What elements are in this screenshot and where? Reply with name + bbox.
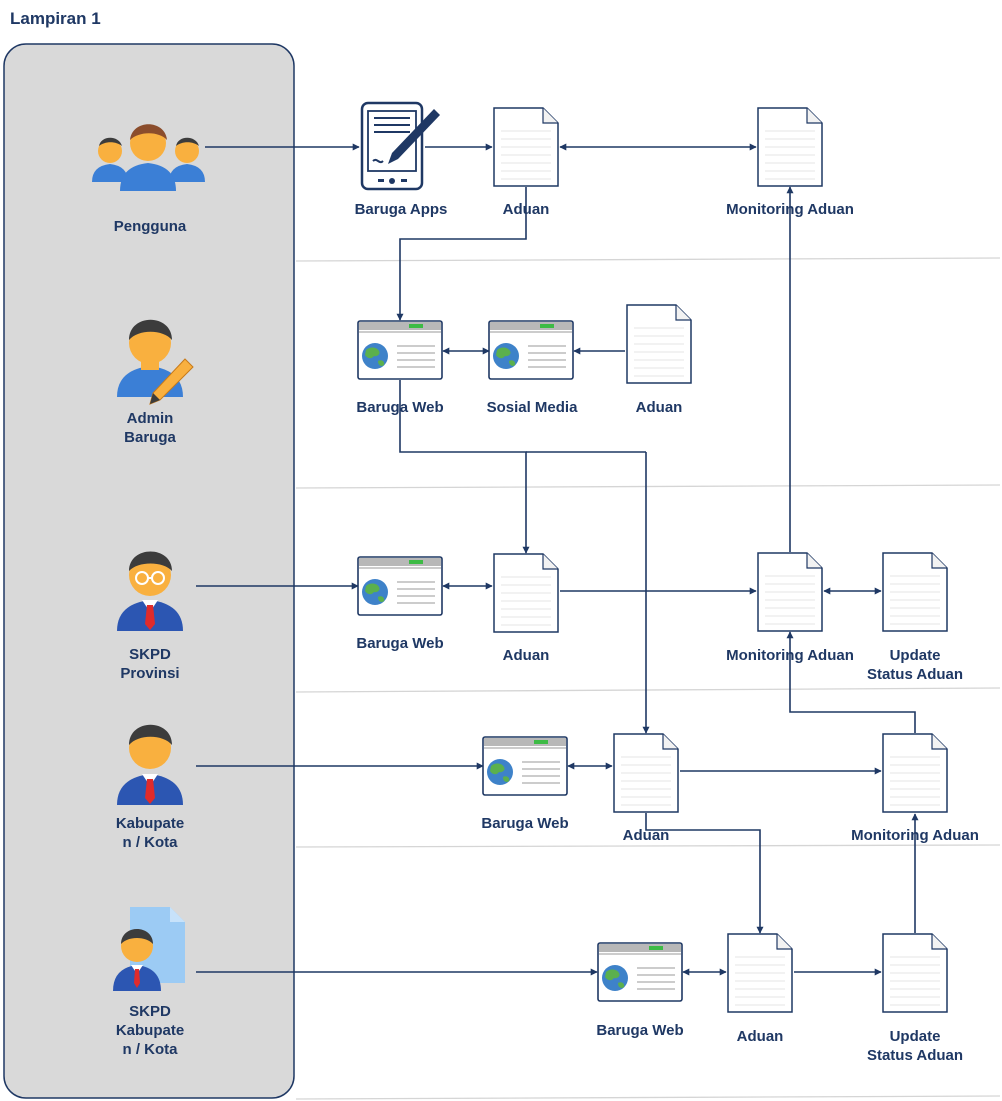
actor-label-skpd-provinsi: SKPD Provinsi <box>120 646 179 682</box>
actor-label-line: n / Kota <box>123 1041 179 1058</box>
actor-label-pengguna: Pengguna <box>114 218 187 235</box>
actor-label-kabupaten-kota: Kabupate n / Kota <box>116 815 184 851</box>
node-label: Aduan <box>737 1028 784 1045</box>
node-label: Baruga Apps <box>355 201 448 218</box>
document-icon <box>493 553 559 633</box>
lane-separators <box>295 257 1001 1100</box>
actor-label-admin: Admin Baruga <box>124 410 176 446</box>
actor-label-line: Kabupate <box>116 1022 184 1039</box>
node-label: Update <box>890 1028 941 1045</box>
actor-label-line: Kabupate <box>116 815 184 832</box>
official-icon <box>117 724 183 805</box>
web-browser-icon <box>357 556 443 616</box>
document-icon <box>757 552 823 632</box>
node-label: Aduan <box>623 827 670 844</box>
node-label: Baruga Web <box>356 399 443 416</box>
node-labels: Baruga Apps Aduan Monitoring Aduan Barug… <box>355 201 979 1064</box>
connector-aduan-to-baruga-web <box>396 187 527 321</box>
web-browser-icon <box>597 942 683 1002</box>
document-icon <box>882 733 948 813</box>
actor-label-line: SKPD <box>129 1003 171 1020</box>
connector-monitoring-kabupaten-to-provinsi <box>786 631 916 733</box>
node-label: Aduan <box>503 201 550 218</box>
tablet-pen-icon <box>360 101 442 191</box>
admin-editor-icon <box>117 319 194 405</box>
document-icon <box>626 304 692 384</box>
web-browser-icon <box>357 320 443 380</box>
node-label: Aduan <box>503 647 550 664</box>
official-document-icon <box>113 907 185 991</box>
connectors <box>196 143 919 976</box>
node-label: Aduan <box>636 399 683 416</box>
document-icon <box>727 933 793 1013</box>
actor-label-line: Admin <box>127 410 174 427</box>
user-group-icon <box>92 124 205 191</box>
document-icon <box>882 552 948 632</box>
connector-baruga-web-to-aduan-provinsi <box>399 380 530 554</box>
node-label: Status Aduan <box>867 1047 963 1064</box>
actor-label-line: Provinsi <box>120 665 179 682</box>
node-label: Monitoring Aduan <box>851 827 979 844</box>
page-title: Lampiran 1 <box>10 9 101 28</box>
actor-label-line: n / Kota <box>123 834 179 851</box>
node-label: Monitoring Aduan <box>726 201 854 218</box>
connector-aduan-kabupaten-to-skpd <box>645 813 764 934</box>
actor-label-skpd-kabupaten: SKPD Kabupate n / Kota <box>116 1003 184 1058</box>
actor-label-line: Pengguna <box>114 218 187 235</box>
node-label: Monitoring Aduan <box>726 647 854 664</box>
actor-label-line: SKPD <box>129 646 171 663</box>
web-browser-icon <box>482 736 568 796</box>
node-label: Baruga Web <box>356 635 443 652</box>
node-label: Baruga Web <box>481 815 568 832</box>
node-label: Baruga Web <box>596 1022 683 1039</box>
node-label: Status Aduan <box>867 666 963 683</box>
official-glasses-icon <box>117 551 183 631</box>
document-icon <box>613 733 679 813</box>
document-icon <box>882 933 948 1013</box>
document-icon <box>757 107 823 187</box>
actor-label-line: Baruga <box>124 429 176 446</box>
node-label: Sosial Media <box>487 399 579 416</box>
web-browser-icon <box>488 320 574 380</box>
node-label: Update <box>890 647 941 664</box>
document-icon <box>493 107 559 187</box>
